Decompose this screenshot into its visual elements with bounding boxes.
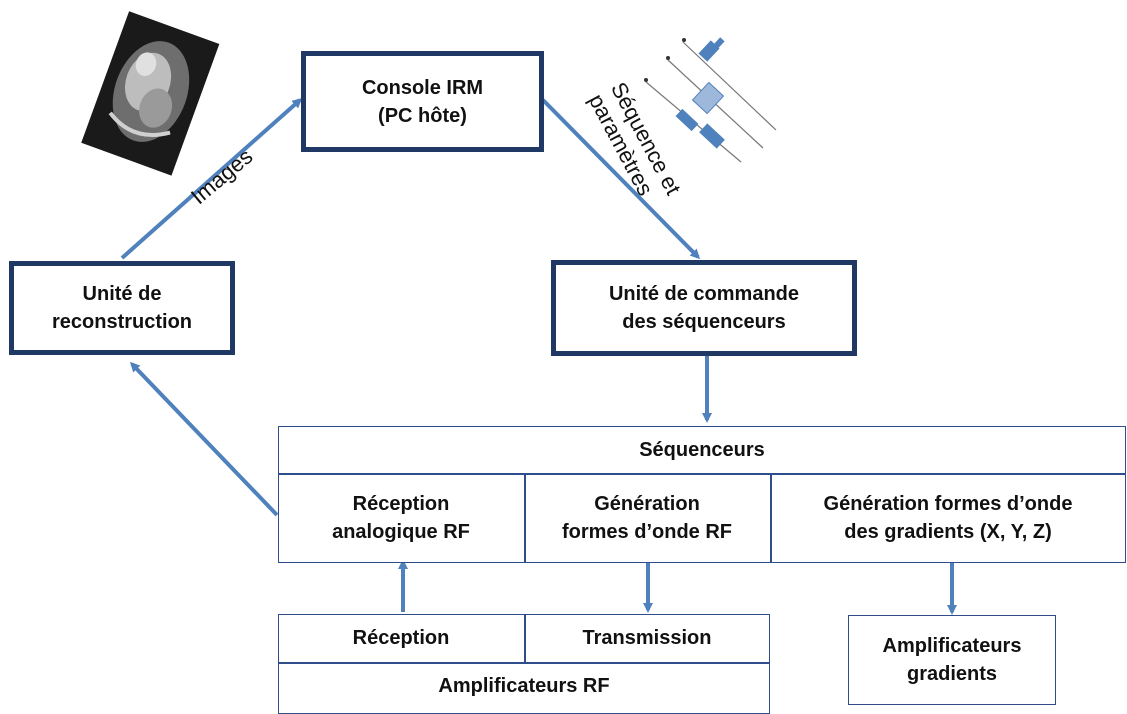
- generation-rf-cell: Génération formes d’onde RF: [561, 493, 732, 543]
- sequence-diagram-icon: [644, 37, 777, 163]
- amplificateurs-gradients-box: Amplificateurs gradients: [848, 615, 1056, 705]
- mri-image: [81, 11, 220, 176]
- amplificateurs-rf-divider: [278, 662, 770, 664]
- amplificateurs-rf-divider: [524, 614, 526, 662]
- arrow-reconstruction-to-console: [120, 98, 303, 260]
- reconstruction-unit-box: Unité de reconstruction: [9, 261, 235, 355]
- reception-analogique-cell: Réception analogique RF: [332, 493, 470, 543]
- sequenceurs-table: [278, 426, 1126, 563]
- reception-cell: Réception: [352, 627, 450, 649]
- sequenceurs-title: Séquenceurs: [639, 438, 765, 461]
- amplificateurs-rf-title: Amplificateurs RF: [438, 675, 610, 697]
- sequencer-control-unit-box: Unité de commande des séquenceurs: [551, 260, 857, 356]
- console-irm-box: Console IRM (PC hôte): [301, 51, 544, 152]
- generation-gradients-cell: Génération formes d’onde des gradients (…: [823, 493, 1073, 543]
- sequenceurs-divider: [524, 473, 526, 563]
- arrow-sequenceurs-to-reconstruction: [129, 361, 279, 517]
- sequenceurs-divider: [278, 473, 1126, 475]
- arrow-console-to-commande: [541, 98, 701, 260]
- transmission-cell: Transmission: [582, 627, 712, 649]
- sequenceurs-divider: [770, 473, 772, 563]
